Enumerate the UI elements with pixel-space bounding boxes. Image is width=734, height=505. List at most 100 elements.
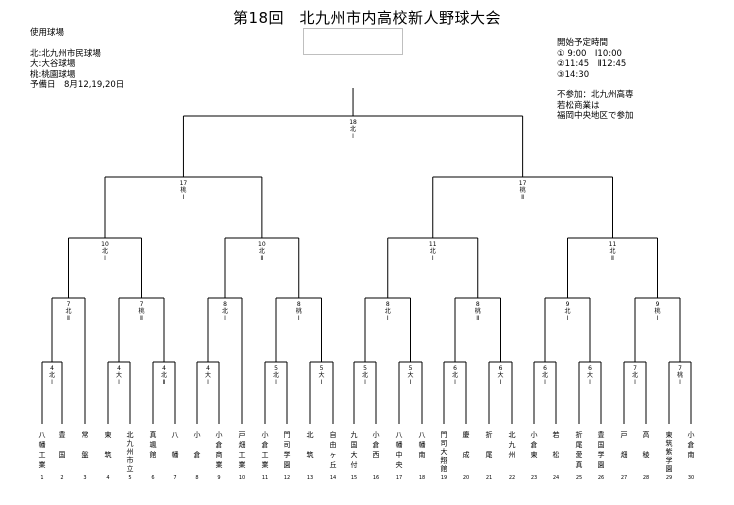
team-number: 5 [128, 475, 131, 481]
team-number: 23 [531, 475, 537, 481]
team-name-char: 館 [150, 450, 157, 459]
match-info: 大 [587, 371, 593, 379]
team-number: 24 [553, 475, 559, 481]
team-name-char: 幡 [39, 440, 46, 449]
team-name-char: 倉 [373, 440, 380, 449]
team-number: 3 [83, 475, 86, 481]
schedule-line: ① 9:00 Ⅰ10:00 [557, 48, 622, 59]
team-name-char: 八 [172, 431, 179, 439]
match-info: 9 [566, 301, 570, 308]
match-info: 北 [542, 371, 548, 379]
team-name-char: 館 [441, 464, 448, 473]
match-info: Ⅰ [183, 194, 185, 201]
team-number: 27 [621, 475, 627, 481]
team-name-char: 司 [284, 441, 291, 449]
team-name-char: 折 [576, 430, 583, 439]
team-name-char: 尾 [576, 441, 583, 449]
match-info: Ⅱ [521, 194, 524, 201]
team-name-char: 豊 [59, 430, 66, 439]
match-info: 6 [453, 365, 457, 372]
team-name-char: 門 [441, 431, 448, 439]
match-info: 4 [117, 365, 121, 372]
match-info: 桃 [180, 186, 186, 194]
team-name-char: 西 [373, 451, 380, 459]
team-name-char: 八 [396, 431, 403, 439]
team-number: 21 [486, 475, 492, 481]
match-info: Ⅱ [611, 255, 614, 262]
team-name-char: 自 [330, 430, 337, 439]
team-name-char: 東 [105, 430, 112, 439]
team-name-char: 折 [486, 430, 493, 439]
team-name-char: 筑 [105, 450, 112, 459]
match-info: 4 [162, 365, 166, 372]
team-name-char: 国 [598, 441, 605, 449]
team-name-char: 学 [284, 450, 291, 459]
team-name-char: 学 [666, 456, 673, 465]
team-name-char: 幡 [396, 440, 403, 449]
match-info: Ⅰ [118, 379, 120, 386]
team-name-char: 大 [351, 450, 358, 459]
team-name-char: 幡 [172, 450, 179, 459]
team-name-char: 筑 [307, 450, 314, 459]
team-name-char: 豊 [598, 430, 605, 439]
team-name-char: 倉 [194, 450, 201, 459]
match-info: 北 [259, 247, 265, 255]
team-name-char: 工 [39, 451, 46, 459]
team-name-char: 常 [82, 430, 89, 439]
match-info: 大 [407, 371, 413, 379]
venue-heading: 使用球場 [30, 28, 65, 38]
match-info: 北 [385, 307, 391, 315]
team-name-char: 由 [330, 440, 337, 449]
team-name-char: 小 [373, 430, 380, 439]
match-info: 5 [274, 365, 278, 372]
match-info: 6 [543, 365, 547, 372]
team-name-char: 工 [262, 451, 269, 459]
team-name-char: 小 [216, 430, 223, 439]
match-info: 5 [409, 365, 413, 372]
team-number: 22 [509, 475, 515, 481]
match-info: Ⅰ [567, 315, 569, 322]
team-number: 29 [666, 475, 672, 481]
team-name-char: 小 [688, 430, 695, 439]
team-name-char: 倉 [262, 440, 269, 449]
team-name-char: 筑 [666, 439, 673, 448]
team-name-char: 北 [509, 431, 516, 439]
match-info: Ⅰ [589, 379, 591, 386]
team-name-char: 東 [666, 430, 673, 439]
team-number: 16 [373, 475, 379, 481]
team-name-char: 業 [239, 460, 246, 469]
team-name-char: ヶ [330, 451, 337, 459]
match-info: 大 [318, 371, 324, 379]
match-info: 10 [101, 241, 109, 248]
team-name-char: 九 [351, 430, 358, 439]
team-number: 8 [195, 475, 198, 481]
team-name-char: 州 [509, 451, 516, 459]
team-name-char: 紫 [666, 448, 673, 456]
team-number: 17 [396, 475, 402, 481]
team-number: 30 [688, 475, 694, 481]
team-name-char: 翔 [441, 456, 448, 465]
venue-line: 大:大谷球場 [30, 59, 76, 69]
venue-legend: 使用球場 北:北九州市民球場 大:大谷球場 桃:桃園球場 予備日 8月12,19… [30, 28, 124, 91]
match-info: 北 [564, 307, 570, 315]
team-number: 14 [330, 475, 336, 481]
match-info: 北 [161, 371, 167, 379]
team-number: 25 [576, 475, 582, 481]
team-name-char: 倉 [688, 440, 695, 449]
match-info: Ⅰ [544, 379, 546, 386]
match-info: Ⅰ [104, 255, 106, 262]
team-name-char: 愛 [576, 450, 583, 459]
team-name-char: 倉 [531, 440, 538, 449]
team-name-char: 学 [598, 450, 605, 459]
team-name-char: 丘 [330, 460, 337, 469]
match-info: 6 [499, 365, 503, 372]
match-info: 北 [609, 247, 615, 255]
team-name-char: 幡 [419, 440, 426, 449]
tournament-title: 第18回 北九州市内高校新人野球大会 [232, 9, 502, 27]
match-info: Ⅰ [432, 255, 434, 262]
schedule-note: 不参加：北九州高専 [557, 90, 634, 100]
team-number: 20 [463, 475, 469, 481]
team-name-char: 成 [463, 450, 470, 459]
match-info: Ⅰ [224, 315, 226, 322]
